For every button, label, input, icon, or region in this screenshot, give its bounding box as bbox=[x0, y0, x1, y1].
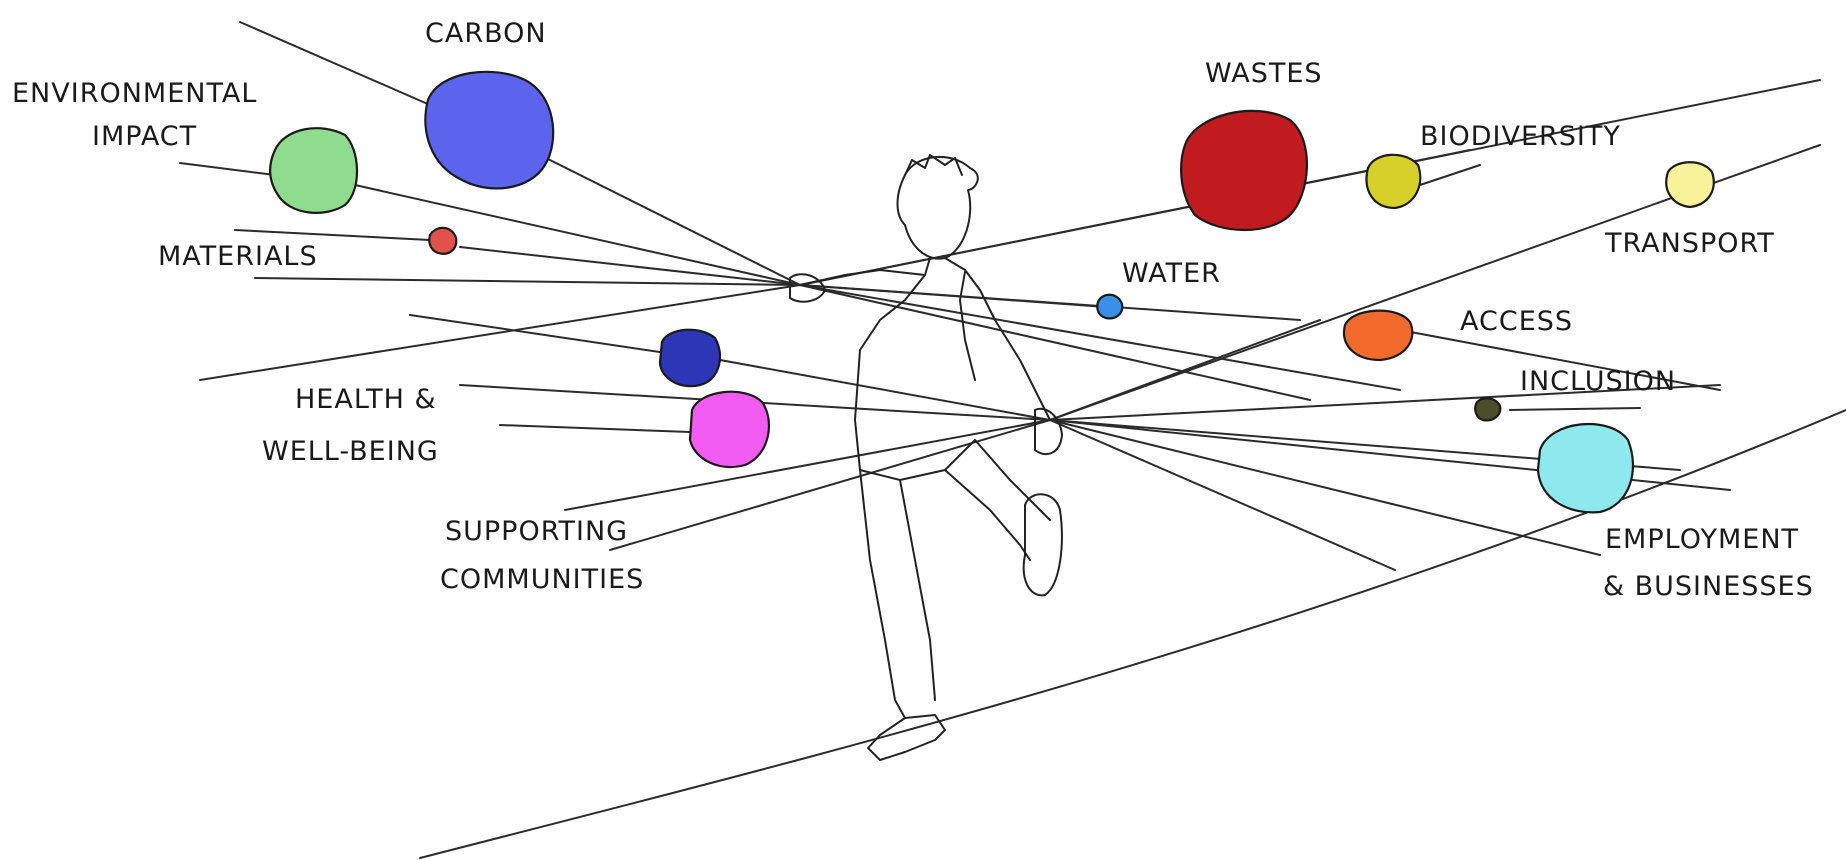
label-water: WATER bbox=[1122, 258, 1221, 289]
materials-ball bbox=[428, 226, 458, 255]
label-businesses: & BUSINESSES bbox=[1603, 571, 1814, 602]
left-hand-strings bbox=[179, 21, 1821, 401]
label-inclusion: INCLUSION bbox=[1520, 366, 1676, 397]
label-materials: MATERIALS bbox=[158, 241, 318, 272]
biodiversity-ball bbox=[1365, 153, 1422, 210]
impact-balls bbox=[269, 70, 1715, 514]
label-wastes: WASTES bbox=[1205, 58, 1323, 89]
label-employment: EMPLOYMENT bbox=[1605, 524, 1799, 555]
label-supporting: SUPPORTING bbox=[445, 516, 628, 547]
label-health: HEALTH & bbox=[295, 384, 437, 415]
label-carbon: CARBON bbox=[425, 18, 547, 49]
wastes-ball bbox=[1180, 109, 1309, 231]
transport-ball bbox=[1665, 161, 1715, 209]
label-communities: COMMUNITIES bbox=[440, 564, 644, 595]
label-environmental: ENVIRONMENTAL bbox=[12, 78, 257, 109]
wellbeing-ball bbox=[688, 390, 770, 469]
employment-ball bbox=[1536, 422, 1635, 514]
inclusion-ball bbox=[1474, 397, 1502, 422]
label-biodiversity: BIODIVERSITY bbox=[1420, 121, 1621, 152]
label-wellbeing: WELL-BEING bbox=[262, 436, 439, 467]
access-ball bbox=[1342, 309, 1414, 362]
labels: CARBON ENVIRONMENTAL IMPACT MATERIALS HE… bbox=[12, 18, 1814, 602]
health-ball bbox=[658, 328, 722, 388]
environmental-impact-ball bbox=[269, 127, 359, 214]
label-access: ACCESS bbox=[1460, 306, 1573, 337]
water-ball bbox=[1096, 293, 1124, 320]
label-impact: IMPACT bbox=[92, 121, 197, 152]
carbon-ball bbox=[424, 70, 555, 190]
label-transport: TRANSPORT bbox=[1604, 228, 1775, 259]
tightrope-walker-figure bbox=[789, 154, 1063, 761]
